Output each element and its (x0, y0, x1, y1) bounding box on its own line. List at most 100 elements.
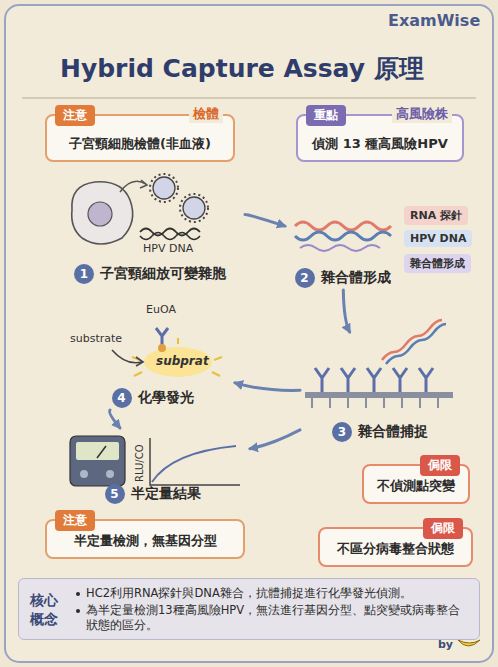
virus (183, 197, 205, 219)
glow (144, 347, 212, 377)
bullet-item: 為半定量檢測13種高風險HPV，無法進行基因分型、點突變或病毒整合狀態的區分。 (75, 603, 471, 633)
captured-hybrid (382, 320, 442, 360)
flow-arrow (250, 430, 300, 449)
meter-knob (106, 470, 114, 478)
meter (70, 436, 125, 486)
callout-number: 4 (112, 388, 132, 408)
legend-swatch: 雜合體形成 (404, 254, 471, 273)
note-box: 侷限不偵測點突變 (362, 464, 470, 504)
bullet-list: HC2利用RNA探針與DNA雜合，抗體捕捉進行化學發光偵測。為半定量檢測13種高… (75, 586, 471, 635)
tag-label: 重點 (306, 105, 346, 126)
tag-label: 侷限 (420, 455, 460, 476)
bullet-item: HC2利用RNA探針與DNA雜合，抗體捕捉進行化學發光偵測。 (75, 586, 471, 601)
legend-text: 雜合體形成 (410, 257, 465, 270)
substrate-head (136, 357, 143, 366)
dna-strand (140, 233, 200, 240)
legend-text: HPV DNA (410, 232, 466, 245)
chart-axes (150, 438, 240, 485)
chemiluminescence-illustration (112, 328, 222, 377)
step-caption: 3 雜合體捕捉 (300, 422, 460, 442)
bullet-text: 為半定量檢測13種高風險HPV，無法進行基因分型、點突變或病毒整合狀態的區分。 (86, 603, 460, 632)
note-heading: 檢體 (189, 105, 223, 123)
nucleus (88, 202, 112, 226)
hybrid (300, 245, 380, 251)
bullet-text: HC2利用RNA探針與DNA雜合，抗體捕捉進行化學發光偵測。 (86, 586, 412, 600)
diagram-title: Hybrid Capture Assay 原理 (60, 52, 424, 85)
glow-rays (132, 338, 222, 376)
step-caption: 2 雜合體形成 (285, 268, 400, 288)
tag-label: 侷限 (423, 518, 463, 539)
hpv-dna (295, 232, 391, 240)
process-step: 3 雜合體捕捉 (300, 332, 460, 444)
step-caption: 1 子宮頸細放可變雜胞 (55, 264, 245, 284)
virus-spikes (150, 174, 178, 202)
enzyme (158, 344, 166, 352)
note-body: 不偵測點突變 (364, 477, 468, 495)
note-box: 注意檢體子宮頸細胞檢體(非血液) (45, 114, 235, 162)
note-body: 不區分病毒整合狀態 (320, 540, 471, 558)
callout-number: 5 (105, 484, 125, 504)
plate (305, 392, 453, 398)
step-label: 雜合體捕捉 (358, 423, 428, 441)
process-step: 2 雜合體形成 (285, 200, 400, 290)
summary-box: 核心 概念 HC2利用RNA探針與DNA雜合，抗體捕捉進行化學發光偵測。為半定量檢… (18, 578, 480, 640)
chart-curve (152, 446, 236, 482)
banana (458, 640, 480, 646)
step-label: 雜合體形成 (321, 269, 391, 287)
callout-number: 1 (74, 264, 94, 284)
illustration-label: HPV DNA (143, 242, 193, 255)
tag-label: 注意 (55, 105, 95, 126)
legend-swatch: RNA 探針 (404, 206, 468, 225)
brand-mark: ExamWise (388, 11, 480, 30)
note-body: 半定量檢測，無基因分型 (47, 532, 243, 550)
step-label: 化學發光 (138, 389, 194, 407)
process-step: 5 半定量結果 (55, 428, 250, 506)
substrate-arrow (112, 350, 142, 363)
tag-label: 注意 (55, 510, 95, 531)
callout-number: 2 (295, 268, 315, 288)
step-label: 半定量結果 (131, 485, 201, 503)
captured-hybrid (386, 324, 446, 364)
flow-arrow (343, 290, 349, 332)
callout-number: 3 (332, 422, 352, 442)
antibody (315, 368, 433, 392)
banana-shape (458, 640, 480, 646)
result-illustration (70, 436, 240, 486)
meter-needle (97, 446, 106, 458)
dna-strand (140, 229, 200, 236)
bullet-dot (76, 609, 80, 613)
note-box: 重點高風險株偵測 13 種高風險HPV (296, 114, 464, 162)
note-body: 子宮頸細胞檢體(非血液) (47, 135, 233, 153)
cell-illustration (72, 174, 208, 244)
plate-comb (312, 398, 438, 408)
bullet-dot (76, 592, 80, 596)
capture-illustration (305, 320, 453, 408)
flow-arrow (245, 214, 285, 226)
legend-swatch: HPV DNA (404, 230, 472, 247)
note-body: 偵測 13 種高風險HPV (298, 135, 462, 153)
author-mark: by (438, 638, 453, 651)
flow-arrow (235, 383, 300, 391)
frame (5, 5, 493, 662)
legend-text: RNA 探針 (410, 209, 462, 222)
flow-arrow (110, 410, 120, 428)
cell (72, 182, 133, 244)
process-step: 4 化學發光 (70, 308, 235, 410)
illustration-label: substrate (70, 332, 122, 345)
illustration-label: EuOA (146, 303, 176, 316)
divider (22, 97, 476, 99)
note-box: 侷限不區分病毒整合狀態 (318, 527, 473, 567)
note-heading: 高風險株 (392, 105, 452, 123)
hybrid-illustration (295, 222, 391, 251)
meter-knob (80, 470, 88, 478)
illustration-label: subprat (156, 354, 209, 368)
rna-probe (295, 222, 391, 230)
step-caption: 5 半定量結果 (55, 484, 250, 504)
summary-heading: 核心 概念 (27, 591, 61, 629)
virus-spikes (180, 194, 208, 222)
virus (153, 177, 175, 199)
process-step: 1 子宮頸細放可變雜胞 (55, 168, 245, 286)
step-label: 子宮頸細放可變雜胞 (100, 265, 226, 283)
